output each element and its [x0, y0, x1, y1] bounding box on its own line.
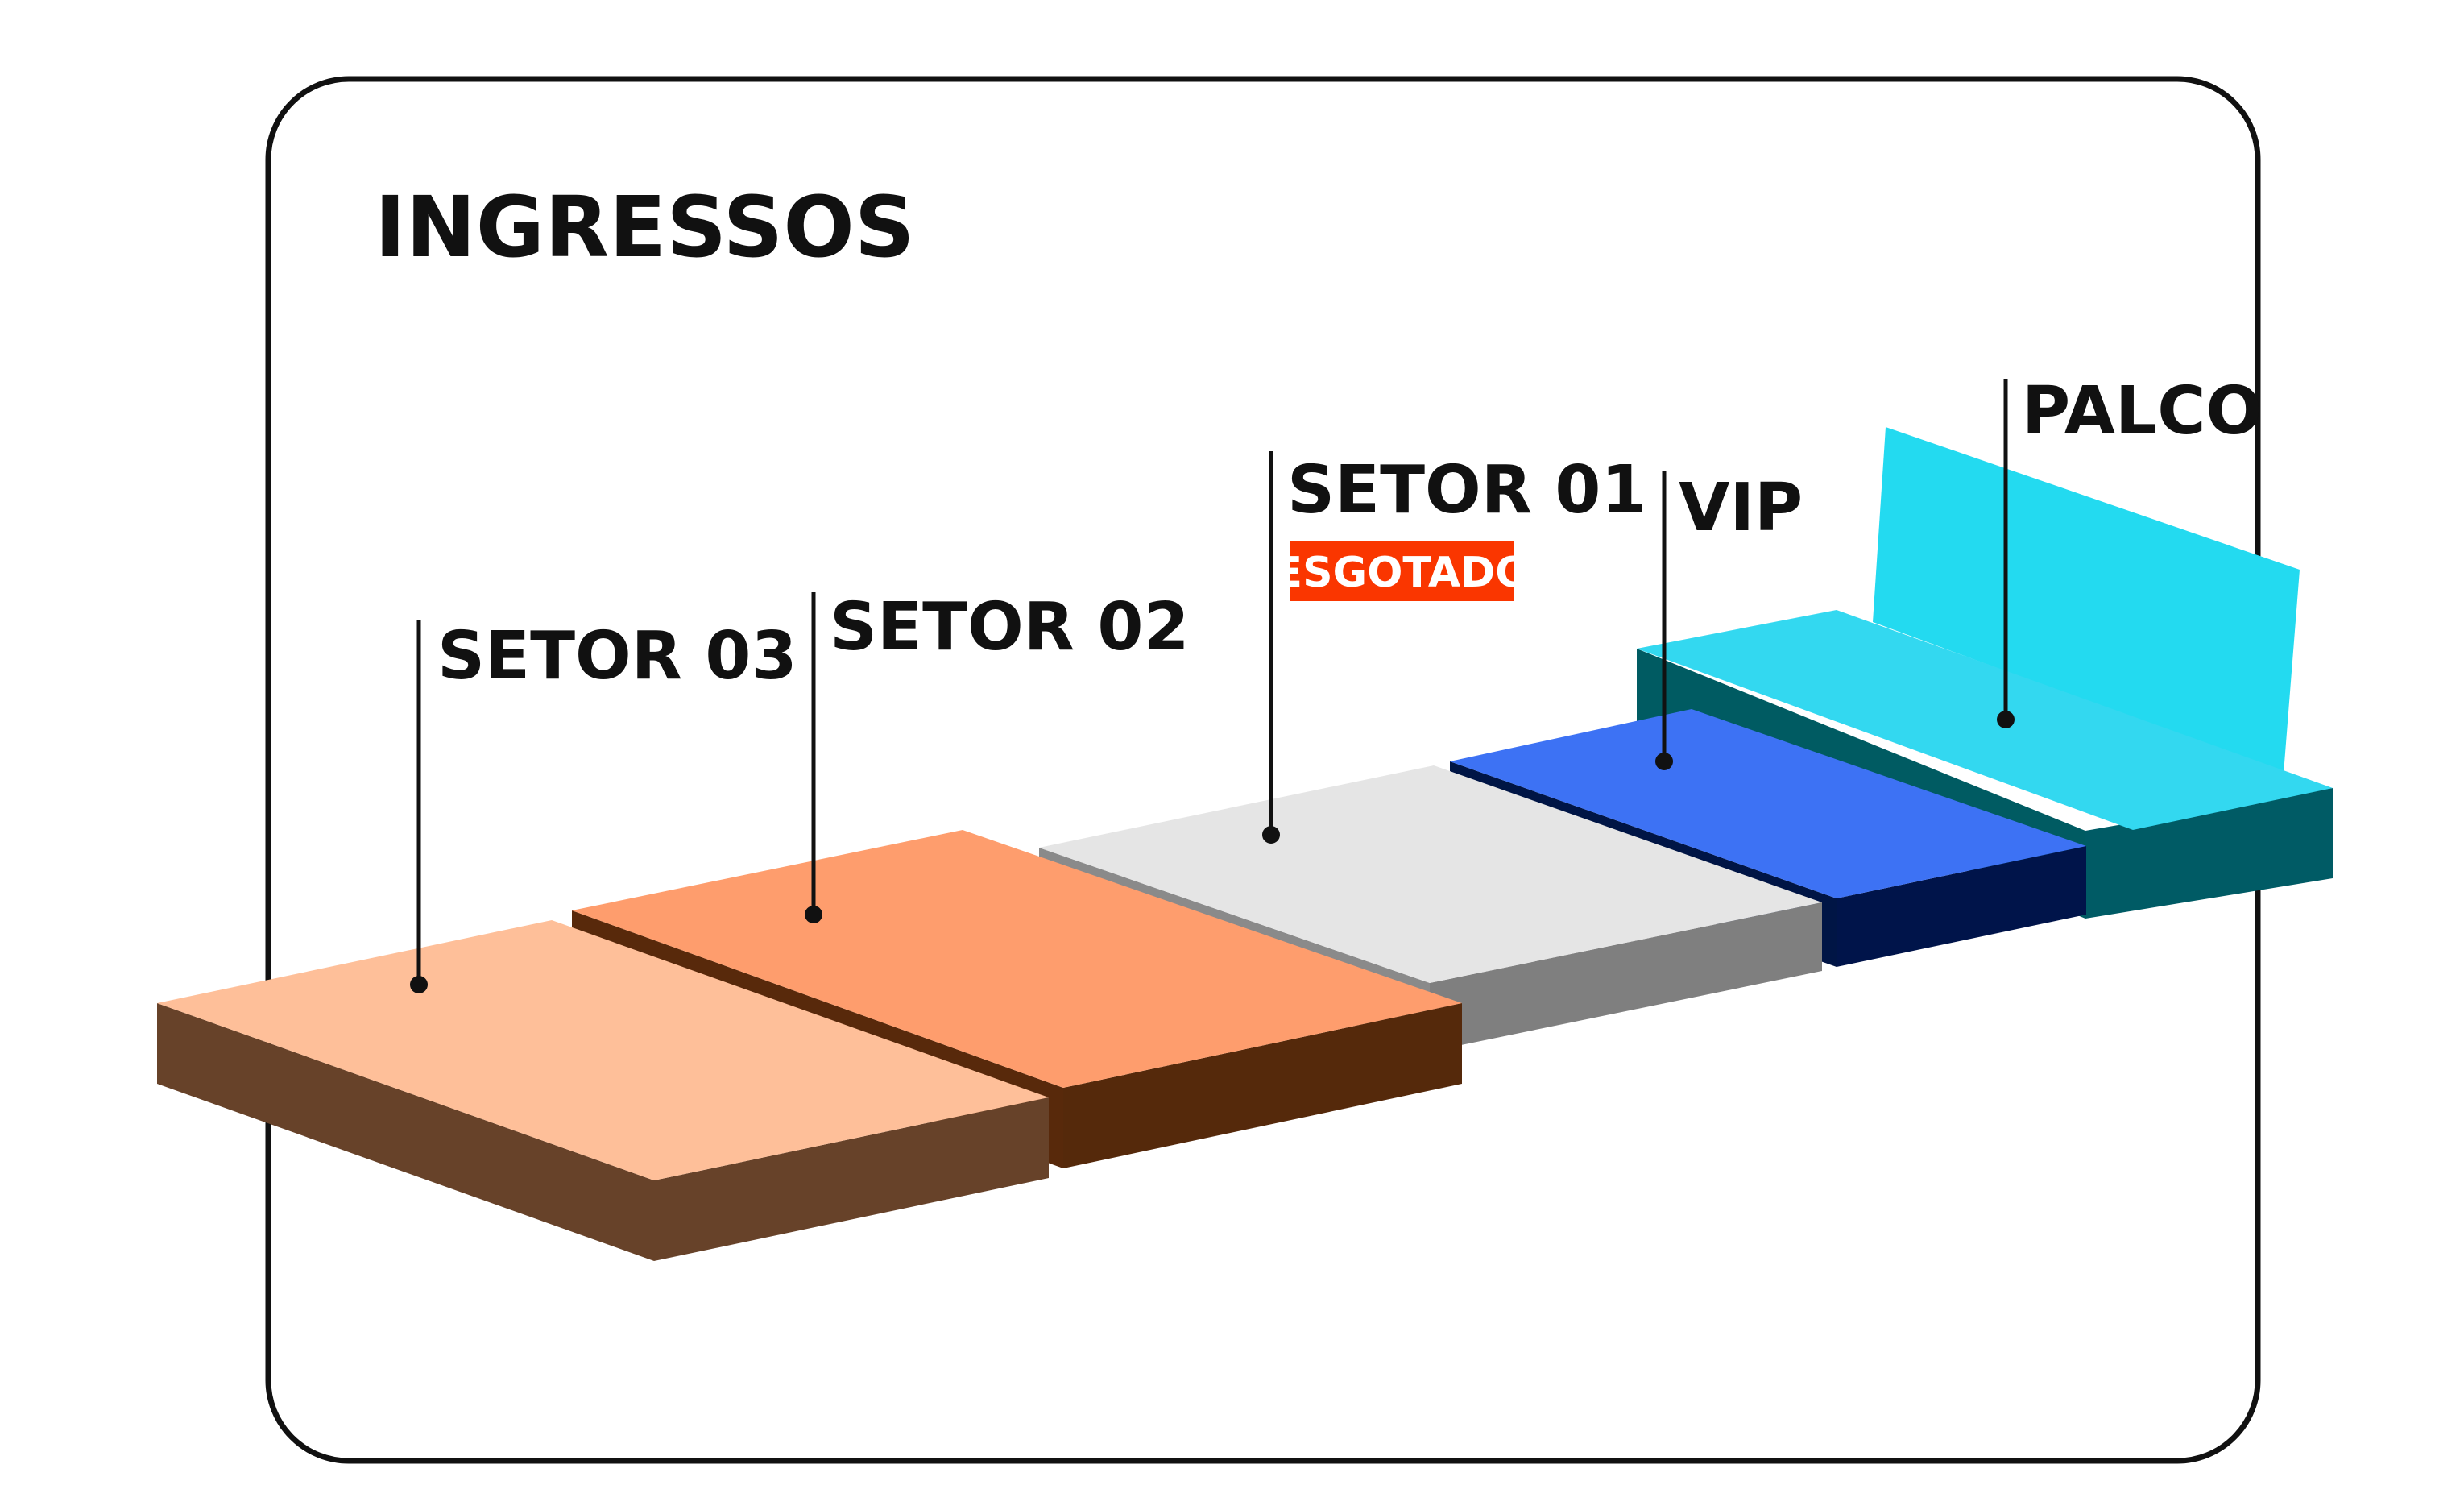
vip-top-surface: [1450, 709, 2086, 898]
setor-03-marker: [410, 976, 428, 993]
palco-label: PALCO: [2022, 373, 2262, 450]
palco-back-wall: [1873, 427, 2300, 774]
vip-label: VIP: [1679, 470, 1803, 546]
setor-03-top-surface: [157, 920, 1049, 1180]
setor-02-top-surface: [572, 830, 1462, 1088]
map-frame: [265, 76, 2261, 1464]
page-title: INGRESSOS: [375, 178, 915, 276]
setor-01-top-surface: [1039, 765, 1822, 983]
zone-setor-03[interactable]: [157, 920, 1049, 1261]
esgotado-badge: [1290, 541, 1514, 601]
vip-marker: [1655, 753, 1673, 770]
palco-top-surface: [1637, 610, 2333, 830]
setor-01-front-face: [1430, 902, 1822, 1052]
setor-03-left-side: [157, 1003, 654, 1261]
setor-01-label: SETOR 01: [1287, 452, 1647, 529]
vip-front-face: [1837, 846, 2086, 967]
esgotado-badge-text: ESGOTADO: [1274, 549, 1531, 597]
setor-03-front-face: [654, 1097, 1049, 1261]
setor-02-label: SETOR 02: [830, 589, 1190, 666]
setor-02-marker: [805, 906, 822, 923]
setor-03-label: SETOR 03: [437, 618, 797, 695]
setor-02-front-face: [1063, 1003, 1462, 1168]
palco-marker: [1997, 711, 2015, 728]
leaders: [410, 379, 2015, 993]
setor-01-marker: [1262, 826, 1280, 844]
